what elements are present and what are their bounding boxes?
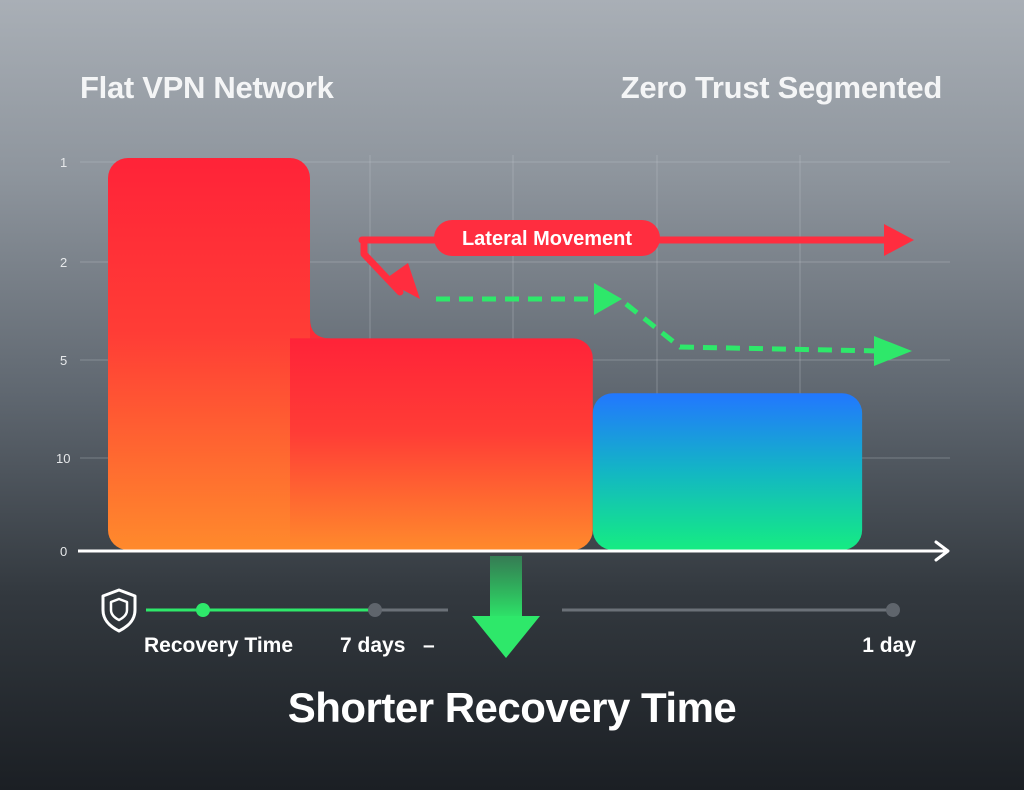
y-tick-label: 5 — [60, 353, 67, 368]
y-tick-label: 10 — [56, 451, 70, 466]
timeline-marker — [886, 603, 900, 617]
recovery-timeline: Recovery Time 7 days – 1 day — [101, 588, 916, 657]
recovery-time-label: Recovery Time — [144, 634, 293, 657]
step-fillet — [310, 318, 330, 339]
lateral-movement-label: Lateral Movement — [434, 220, 660, 256]
y-tick-label: 1 — [60, 155, 67, 170]
step-area-3 — [592, 393, 863, 550]
flat-recovery-value: 7 days — [340, 634, 405, 657]
timeline-marker-active — [196, 603, 210, 617]
y-tick-label: 0 — [60, 544, 67, 559]
recovery-separator: – — [423, 634, 435, 657]
footer-title: Shorter Recovery Time — [287, 684, 737, 731]
contained-movement-arrow — [436, 283, 912, 366]
shield-icon — [101, 588, 137, 633]
step-join — [290, 338, 330, 550]
zero-trust-heading: Zero Trust Segmented — [620, 70, 943, 105]
zero-trust-recovery-value: 1 day — [862, 634, 916, 657]
step-area-2 — [310, 338, 593, 550]
x-axis — [78, 540, 950, 562]
step-area-series — [108, 158, 863, 550]
lateral-movement-text: Lateral Movement — [462, 228, 632, 250]
down-arrow-icon — [472, 556, 540, 658]
flat-vpn-heading: Flat VPN Network — [80, 70, 334, 105]
y-tick-label: 2 — [60, 255, 67, 270]
step-area-1 — [108, 158, 310, 550]
timeline-marker — [368, 603, 382, 617]
